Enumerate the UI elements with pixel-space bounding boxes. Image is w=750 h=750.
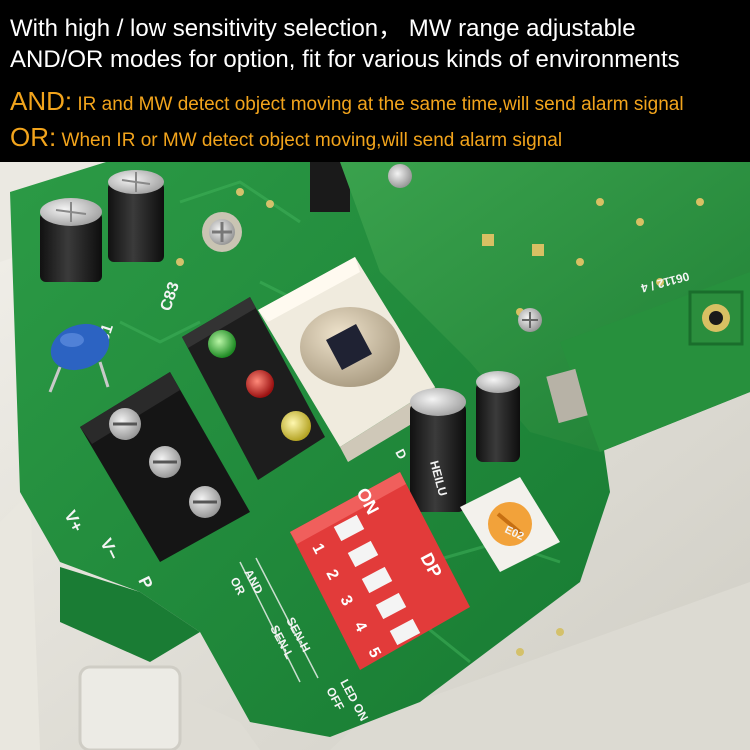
housing-wall-bottom-right: [330, 582, 750, 750]
caption-banner: With high / low sensitivity selection， M…: [0, 0, 750, 162]
capacitor-heilu: HEILU: [410, 388, 466, 512]
housing-wall-left: [0, 492, 40, 750]
terminal-screw-2: [149, 446, 181, 478]
dip-toggle-5[interactable]: [389, 618, 421, 646]
terminal-screw-3: [189, 486, 221, 518]
terminal-block: [80, 372, 250, 562]
and-description: IR and MW detect object moving at the sa…: [72, 94, 684, 115]
trimmer-lead: [546, 368, 588, 424]
pir-sensor-window: [326, 324, 372, 370]
capacitor-right: [108, 170, 164, 262]
range-potentiometer[interactable]: E02: [460, 477, 560, 572]
and-label: AND:: [10, 86, 73, 116]
capacitor-small: [476, 371, 520, 462]
caption-line-and: AND: IR and MW detect object moving at t…: [10, 86, 684, 117]
dip-toggle-4[interactable]: [375, 592, 407, 620]
product-photo: 06112 / 4 C83 C81 V+: [0, 162, 750, 750]
or-label: OR:: [10, 122, 57, 152]
housing-mount-tab: [78, 665, 182, 750]
caption-line-or: OR: When IR or MW detect object moving,w…: [10, 122, 562, 153]
dip-switch: ON DP 1 2 3 4 5: [290, 472, 470, 670]
red-led: [246, 370, 274, 398]
capacitor-left: [40, 198, 102, 282]
caption-line-modes: AND/OR modes for option, fit for various…: [10, 46, 680, 73]
green-led: [208, 330, 236, 358]
caption-line-sensitivity: With high / low sensitivity selection， M…: [10, 15, 636, 42]
dip-toggle-1[interactable]: [333, 514, 365, 542]
module-screw-top: [388, 164, 412, 188]
yellow-led: [281, 411, 311, 441]
dip-toggle-3[interactable]: [361, 566, 393, 594]
board-edge-shadow: [60, 567, 200, 662]
terminal-screw-1: [109, 408, 141, 440]
dip-toggle-2[interactable]: [347, 540, 379, 568]
or-description: When IR or MW detect object moving,will …: [56, 130, 563, 151]
